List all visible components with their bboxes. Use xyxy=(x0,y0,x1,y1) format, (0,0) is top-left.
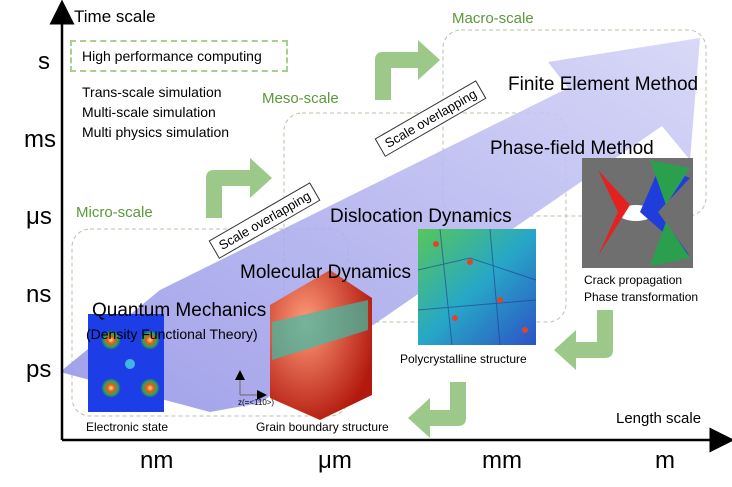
electronic-state-image xyxy=(88,314,164,412)
x-tick-nm: nm xyxy=(140,447,174,474)
hpc-item-multiphysics: Multi physics simulation xyxy=(82,124,230,140)
molecular-dynamics-label: Molecular Dynamics xyxy=(240,262,412,283)
crystal-axis-label: z(=<110>) xyxy=(238,398,275,407)
crack-propagation-image xyxy=(582,158,693,268)
x-tick-um: μm xyxy=(318,447,352,474)
y-axis-title: Time scale xyxy=(74,7,156,26)
green-arrow-macro-to-meso xyxy=(554,310,613,370)
hpc-box: High performance computing xyxy=(70,40,288,72)
quantum-mechanics-label: Quantum Mechanics xyxy=(92,300,267,321)
x-tick-mm: mm xyxy=(482,447,522,474)
crack-propagation-caption: Crack propagation xyxy=(584,273,683,287)
x-axis-title: Length scale xyxy=(616,410,702,427)
green-arrow-meso-to-micro xyxy=(408,382,466,438)
macro-scale-label: Macro-scale xyxy=(452,10,534,27)
polycrystalline-image xyxy=(417,228,537,346)
y-tick-ns: ns xyxy=(26,281,52,308)
grain-boundary-image xyxy=(235,270,372,420)
green-arrow-meso-to-macro xyxy=(375,40,440,100)
scale-band-arrow xyxy=(60,38,700,412)
dft-label: (Density Functional Theory) xyxy=(86,326,258,342)
y-tick-s: s xyxy=(38,48,50,75)
green-arrow-micro-to-meso xyxy=(206,158,272,218)
hpc-item-trans: Trans-scale simulation xyxy=(82,84,222,100)
y-tick-us: μs xyxy=(26,203,52,230)
meso-scale-label: Meso-scale xyxy=(262,90,339,107)
phase-transformation-caption: Phase transformation xyxy=(584,290,699,304)
y-tick-ms: ms xyxy=(24,126,56,153)
micro-scale-label: Micro-scale xyxy=(76,204,153,221)
dislocation-dynamics-label: Dislocation Dynamics xyxy=(330,206,512,227)
x-tick-m: m xyxy=(655,447,675,474)
electronic-state-caption: Electronic state xyxy=(86,420,169,434)
hpc-item-multiscale: Multi-scale simulation xyxy=(82,104,216,120)
polycrystalline-caption: Polycrystalline structure xyxy=(400,352,527,366)
phase-field-label: Phase-field Method xyxy=(490,138,654,159)
fem-label: Finite Element Method xyxy=(508,74,699,95)
grain-boundary-caption: Grain boundary structure xyxy=(256,420,389,434)
y-tick-ps: ps xyxy=(26,356,52,383)
